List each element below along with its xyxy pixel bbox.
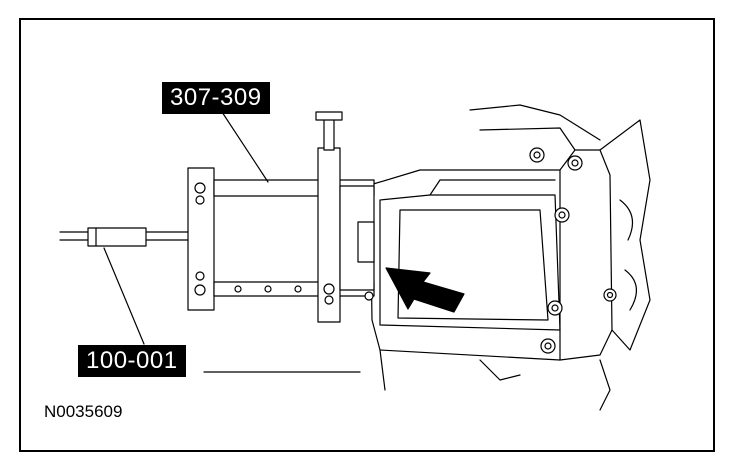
- callout-tool-307-309: 307-309: [162, 82, 270, 114]
- callout-tool-100-001: 100-001: [78, 345, 186, 377]
- bolts: [529, 147, 617, 354]
- leader-lines: [103, 111, 361, 373]
- slide-hammer: [59, 227, 189, 247]
- figure-id: N0035609: [44, 402, 123, 421]
- arrow-icon: [385, 267, 465, 313]
- puller-tool: [187, 111, 375, 323]
- transmission-housing: [369, 104, 651, 411]
